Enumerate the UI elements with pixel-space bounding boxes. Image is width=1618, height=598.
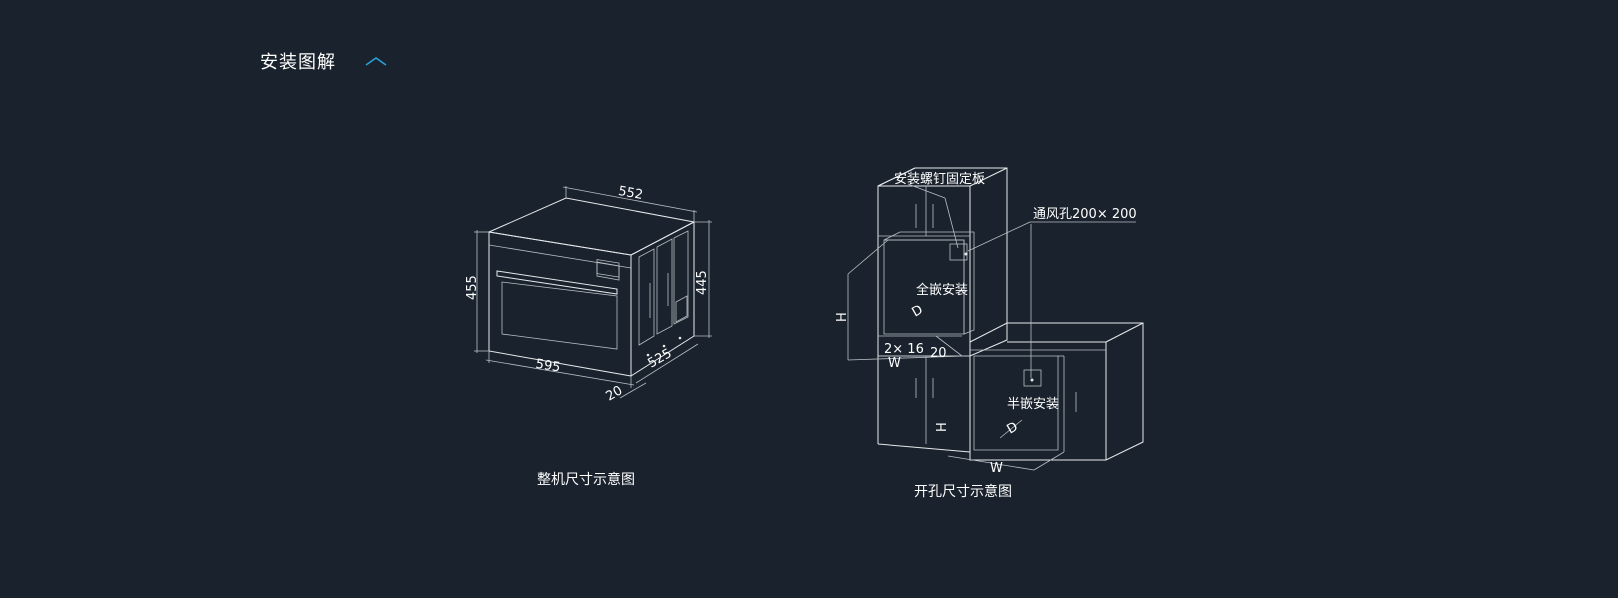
label-gap: 20: [930, 346, 947, 361]
label-d-lower: D: [1005, 419, 1021, 437]
cutout-diagram: 安装螺钉固定板 通风孔200× 200 全嵌安装 半嵌安装 2× 16 20 H…: [835, 167, 1144, 476]
dim-width: 595: [535, 357, 562, 376]
label-d-upper: D: [910, 302, 926, 320]
label-w-lower: W: [990, 461, 1003, 476]
label-spacing: 2× 16: [884, 342, 924, 357]
label-h-lower: H: [935, 422, 950, 432]
oven-caption: 整机尺寸示意图: [537, 472, 635, 488]
dim-depth: 552: [617, 184, 644, 203]
oven-diagram: 552 455 445 595 525 20: [465, 184, 712, 404]
label-vent-hole: 通风孔200× 200: [1033, 207, 1137, 222]
label-mount-plate: 安装螺钉固定板: [894, 172, 985, 187]
dim-offset: 20: [604, 383, 626, 404]
dim-height: 455: [465, 275, 480, 300]
section-title: 安装图解: [260, 52, 336, 73]
cutout-caption: 开孔尺寸示意图: [914, 484, 1012, 500]
dim-inner-height: 445: [695, 270, 710, 295]
label-full-embed: 全嵌安装: [916, 282, 968, 298]
label-h-upper: H: [835, 312, 850, 322]
label-w-upper: W: [888, 356, 901, 371]
section-header: 安装图解: [260, 48, 388, 74]
label-half-embed: 半嵌安装: [1007, 397, 1059, 412]
collapse-toggle[interactable]: [364, 53, 388, 69]
chevron-up-icon: [365, 57, 387, 66]
